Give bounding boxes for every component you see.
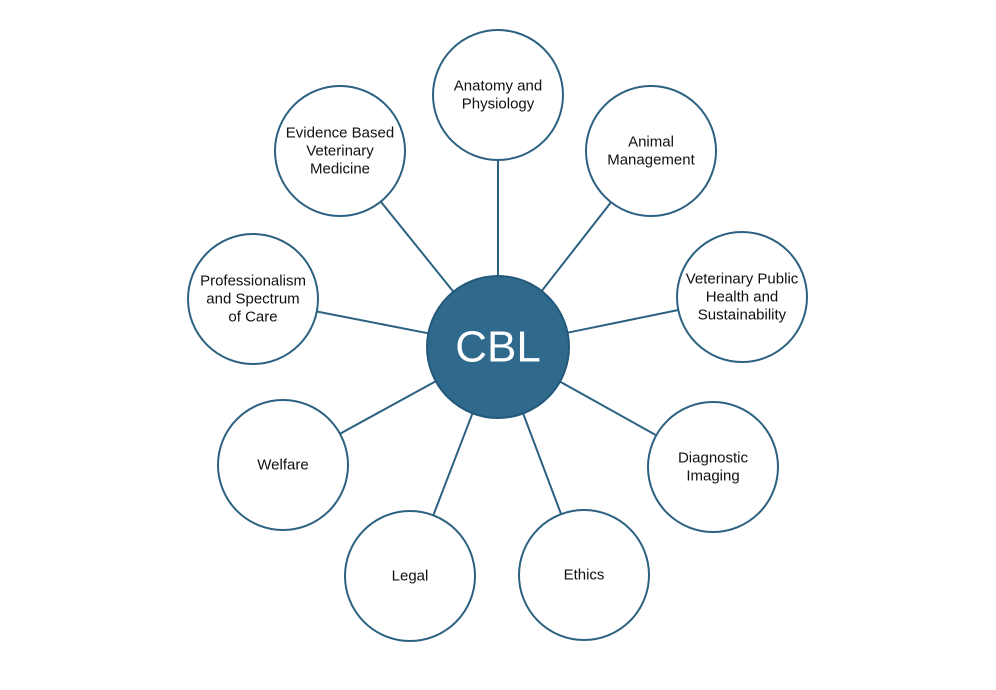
connector-diagnostic-imaging xyxy=(559,380,657,437)
topic-label: Diagnostic xyxy=(678,450,749,467)
topic-label: Veterinary xyxy=(306,143,374,160)
topic-label: Medicine xyxy=(310,161,370,178)
hub-node: CBL xyxy=(426,275,570,419)
connector-welfare xyxy=(339,380,437,435)
topic-label: Physiology xyxy=(462,96,535,113)
topic-label: Anatomy and xyxy=(454,78,542,95)
topic-label: Sustainability xyxy=(698,307,787,324)
topic-circle xyxy=(518,509,650,641)
topic-node-legal: Legal xyxy=(344,510,476,642)
topic-circle xyxy=(217,399,349,531)
topic-circle xyxy=(585,85,717,217)
topic-label: Imaging xyxy=(686,468,739,485)
connector-ethics xyxy=(522,413,563,515)
topic-label: Legal xyxy=(392,568,429,585)
topic-circle xyxy=(187,233,319,365)
topic-label: Welfare xyxy=(257,457,308,474)
topic-label: Evidence Based xyxy=(286,125,394,142)
topic-label: Management xyxy=(607,152,695,169)
connector-vph xyxy=(567,309,679,334)
hub-circle xyxy=(426,275,570,419)
topic-label: of Care xyxy=(228,309,277,326)
topic-circle xyxy=(432,29,564,161)
topic-label: Animal xyxy=(628,134,674,151)
topic-label: Ethics xyxy=(564,567,605,584)
topic-nodes: Anatomy andPhysiologyAnimalManagementVet… xyxy=(187,29,808,642)
topic-label: Health and xyxy=(706,289,779,306)
topic-node-ethics: Ethics xyxy=(518,509,650,641)
topic-label: and Spectrum xyxy=(206,291,299,308)
connector-professionalism xyxy=(316,310,429,335)
topic-circle xyxy=(676,231,808,363)
connector-ebvm xyxy=(380,200,455,293)
connector-legal xyxy=(432,412,474,516)
topic-circle xyxy=(344,510,476,642)
topic-circle xyxy=(274,85,406,217)
topic-label: Professionalism xyxy=(200,273,306,290)
hub-label: CBL xyxy=(455,323,541,372)
topic-label: Veterinary Public xyxy=(686,271,799,288)
connectors xyxy=(316,160,679,516)
connector-animal-management xyxy=(540,201,612,292)
topic-node-welfare: Welfare xyxy=(217,399,349,531)
topic-circle xyxy=(647,401,779,533)
